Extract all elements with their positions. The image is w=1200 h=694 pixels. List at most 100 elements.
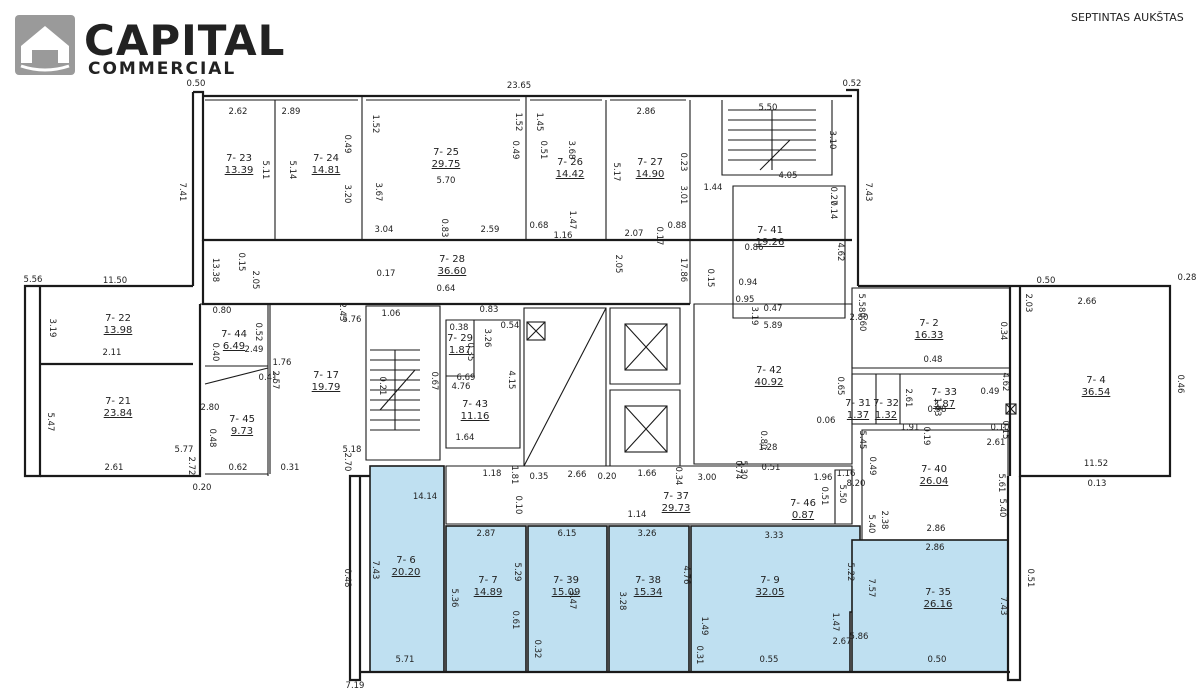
dimension-label: 7.43 [370, 561, 380, 580]
dimension-label: 2.66 [568, 470, 587, 480]
dimension-label: 0.49 [510, 141, 520, 160]
room-id-label: 7- 29 [447, 333, 473, 344]
dimension-label: 1.76 [273, 358, 292, 368]
room-area-label: 9.73 [231, 426, 253, 437]
dimension-label: 1.64 [456, 433, 475, 443]
dimension-label: 5.89 [764, 321, 783, 331]
dimension-label: 2.86 [926, 543, 945, 553]
dimension-label: 0.80 [758, 431, 768, 450]
dimension-label: 2.59 [481, 225, 500, 235]
dimension-label: 2.66 [1078, 297, 1097, 307]
dimension-label: 0.54 [501, 321, 520, 331]
dimension-label: 4.62 [835, 243, 845, 262]
dimension-label: 0.34 [998, 322, 1008, 341]
dimension-label: 5.18 [343, 445, 362, 455]
room-area-label: 16.33 [915, 330, 944, 341]
dimension-label: 0.47 [764, 304, 783, 314]
room-area-label: 26.04 [920, 476, 949, 487]
dimension-label: 0.86 [745, 243, 764, 253]
dimension-label: 0.35 [465, 343, 475, 362]
dimension-label: 0.41 [259, 373, 278, 383]
dimension-label: 5.40 [866, 515, 876, 534]
dimension-label: 0.52 [843, 79, 862, 89]
room-area-label: 1.32 [875, 410, 897, 421]
room-area-label: 20.20 [392, 567, 421, 578]
brand-subtitle: COMMERCIAL [88, 59, 236, 79]
dimension-label: 0.94 [739, 278, 758, 288]
dimension-label: 2.72 [186, 457, 196, 476]
dimension-label: 0.21 [377, 377, 387, 396]
dimension-label: 1.66 [638, 469, 657, 479]
dimension-label: 2.86 [637, 107, 656, 117]
room-id-label: 7- 45 [229, 414, 255, 425]
dimension-label: 1.52 [513, 113, 523, 132]
dimension-label: 2.43 [337, 303, 347, 322]
dimension-label: 2.80 [850, 313, 869, 323]
dimension-label: 7.43 [863, 183, 873, 202]
room-id-label: 7- 7 [478, 575, 498, 586]
dimension-label: 7.43 [998, 597, 1008, 616]
dimension-label: 0.20 [598, 472, 617, 482]
dimension-label: 2.61 [987, 438, 1006, 448]
dimension-label: 7.19 [346, 681, 365, 691]
room-id-label: 7- 9 [760, 575, 780, 586]
dimension-label: 0.10 [991, 423, 1010, 433]
room-id-label: 7- 43 [462, 399, 488, 410]
room-id-label: 7- 31 [845, 398, 871, 409]
room-area-label: 14.81 [312, 165, 341, 176]
dimension-label: 6.15 [558, 529, 577, 539]
dimension-label: 2.70 [342, 453, 352, 472]
dimension-label: 1.28 [759, 443, 778, 453]
dimension-label: 0.35 [530, 472, 549, 482]
dimension-label: 0.46 [1175, 375, 1185, 394]
dimension-label: 7.41 [177, 183, 187, 202]
dimension-label: 0.55 [760, 655, 779, 665]
dimension-label: 0.50 [928, 655, 947, 665]
dimension-label: 0.13 [1088, 479, 1107, 489]
dimension-label: 3.20 [342, 185, 352, 204]
dimension-label: 0.49 [981, 387, 1000, 397]
dimension-label: 2.05 [250, 271, 260, 290]
dimension-label: 0.34 [673, 467, 683, 486]
dimension-label: 0.48 [342, 569, 352, 588]
dimension-label: 0.28 [1178, 273, 1197, 283]
dimension-label: 1.14 [628, 510, 647, 520]
dimension-label: 2.57 [270, 371, 280, 390]
dimension-label: 4.05 [779, 171, 798, 181]
dimension-label: 0.20 [193, 483, 212, 493]
room-area-label: 14.89 [474, 587, 503, 598]
dimension-label: 0.61 [510, 611, 520, 630]
dimension-label: 0.51 [1025, 569, 1035, 588]
dimension-label: 3.19 [47, 319, 57, 338]
room-area-label: 13.39 [225, 165, 254, 176]
dimension-label: 8.20 [847, 479, 866, 489]
dimension-label: 3.26 [482, 329, 492, 348]
dimension-label: 23.65 [507, 81, 531, 91]
room-id-label: 7- 4 [1086, 375, 1106, 386]
dimension-label: 0.17 [377, 269, 396, 279]
dimension-label: 3.67 [373, 183, 383, 202]
room-id-label: 7- 23 [226, 153, 252, 164]
room-id-label: 7- 26 [557, 157, 583, 168]
room-area-label: 14.42 [556, 169, 585, 180]
room-area-label: 36.54 [1082, 387, 1111, 398]
room-area-label: 0.87 [792, 510, 814, 521]
dimension-label: 3.68 [566, 141, 576, 160]
dimension-label: 1.45 [534, 113, 544, 132]
dimension-label: 0.49 [342, 135, 352, 154]
dimension-label: 14.14 [413, 492, 437, 502]
dimension-label: 2.61 [903, 389, 913, 408]
room-id-label: 7- 28 [439, 254, 465, 265]
dimension-label: 5.50 [759, 103, 778, 113]
dimension-label: 0.51 [819, 487, 829, 506]
dimension-label: 0.50 [187, 79, 206, 89]
room-id-label: 7- 37 [663, 491, 689, 502]
room-area-label: 23.84 [104, 408, 133, 419]
room-area-label: 15.09 [552, 587, 581, 598]
dimension-label: 0.15 [1000, 421, 1010, 440]
room-id-label: 7- 44 [221, 329, 247, 340]
room-area-label: 1.87 [449, 345, 471, 356]
dimension-label: 1.81 [509, 466, 519, 485]
dimension-label: 0.68 [530, 221, 549, 231]
